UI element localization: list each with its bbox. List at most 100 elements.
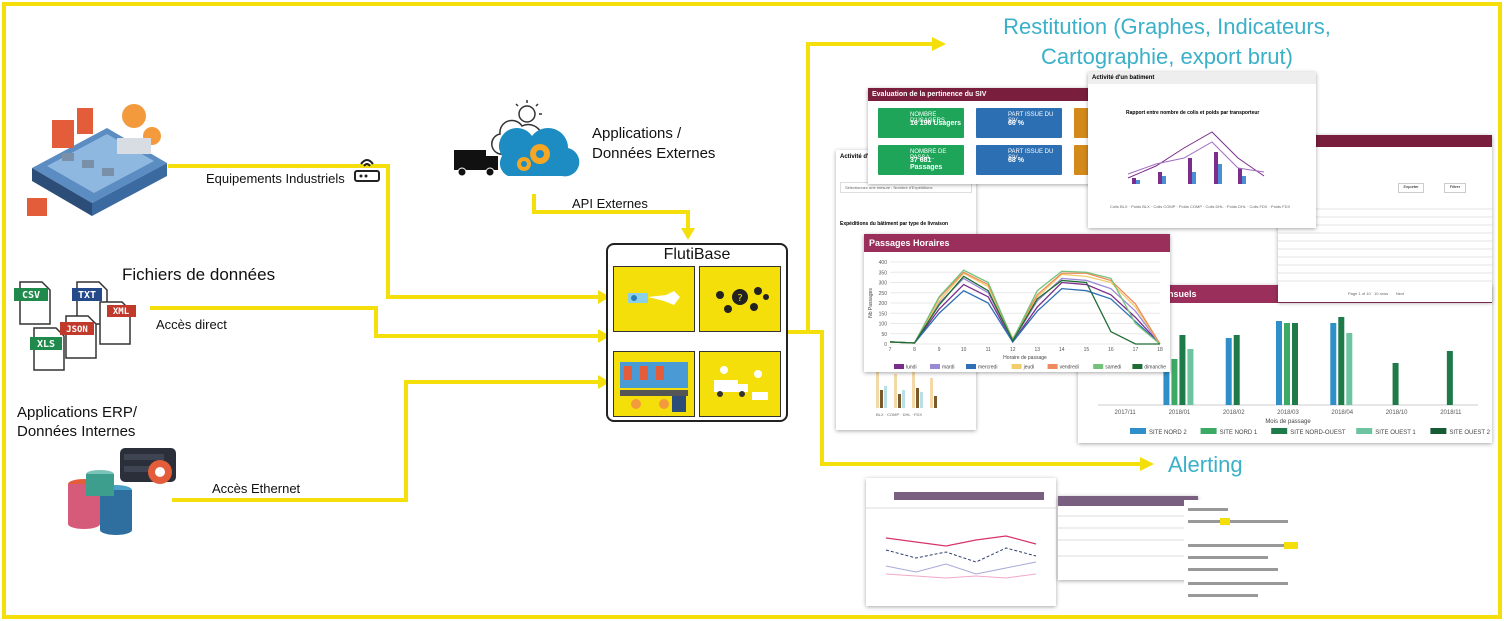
bar-2018/02-SITE NORD-OUEST — [1233, 335, 1240, 405]
wire-industrial — [168, 164, 598, 299]
svg-text:TXT: TXT — [78, 290, 96, 301]
batiment-chart-title: Rapport entre nombre de colis et poids p… — [1126, 110, 1260, 116]
router-icon — [354, 159, 380, 182]
flutibase-factory-panel — [613, 351, 695, 417]
database-servers-icon — [68, 448, 176, 535]
wire-files — [150, 306, 598, 338]
wire-erp — [172, 380, 598, 502]
svg-text:?: ? — [737, 293, 742, 304]
industrial-label: Equipements Industriels — [206, 171, 345, 186]
line-chart-x-tick: 10 — [961, 347, 967, 353]
legend-label-mercredi: mercredi — [978, 365, 997, 371]
bar-chart-x-label: Mois de passage — [1265, 419, 1311, 425]
erp-access-label: Accès Ethernet — [212, 481, 301, 496]
line-chart-y-tick: 250 — [879, 291, 888, 297]
siv-tile-usagers: NOMBRE D'USAGERS 16 196 Usagers — [878, 108, 964, 138]
line-chart-x-label: Horaire de passage — [1003, 355, 1047, 361]
line-chart-x-tick: 13 — [1034, 347, 1040, 353]
line-chart-y-label: Nb Passages — [868, 288, 874, 318]
bar-chart-x-tick: 2018/04 — [1331, 410, 1353, 416]
bar-2018/03-SITE NORD-OUEST — [1292, 323, 1298, 405]
bar-chart-x-tick: 2018/01 — [1169, 410, 1191, 416]
bar-2018/01-SITE NORD 1 — [1171, 359, 1178, 405]
line-chart-x-tick: 16 — [1108, 347, 1114, 353]
line-chart-x-tick: 7 — [889, 347, 892, 353]
network-process-icon: ? — [716, 287, 769, 313]
screen-alert-table — [1058, 496, 1198, 580]
bar-legend-label-SITE NORD-OUEST: SITE NORD-OUEST — [1290, 430, 1346, 436]
passages-horaires-header: Passages Horaires — [864, 234, 1170, 252]
expeditions-legend: BLX · COMP · DHL · FDX — [876, 412, 923, 417]
line-series-vendredi — [889, 271, 1161, 345]
legend-swatch-lundi — [894, 364, 904, 369]
alert-table-header — [1058, 496, 1198, 506]
siv-header: Evaluation de la pertinence du SIV — [868, 88, 1100, 101]
bar-legend-swatch-SITE NORD 1 — [1200, 428, 1217, 434]
legend-swatch-mardi — [930, 364, 940, 369]
legend-label-dimanche: dimanche — [1144, 365, 1166, 371]
bar-legend-swatch-SITE OUEST 1 — [1356, 428, 1373, 434]
line-chart-y-tick: 0 — [884, 342, 887, 348]
bar-2018/03-SITE NORD 1 — [1284, 323, 1290, 405]
line-chart-x-tick: 17 — [1133, 347, 1139, 353]
expeditions-chart-title: Expéditions du bâtiment par type de livr… — [840, 221, 949, 227]
alert-kpi-chart — [866, 492, 1056, 579]
arrow-alerting — [1140, 457, 1154, 471]
bar-chart-x-tick: 2018/02 — [1223, 410, 1245, 416]
line-chart-y-tick: 200 — [879, 301, 888, 307]
siv-tile-part-2: PART ISSUE DU SIV 68 % — [976, 145, 1062, 175]
industrial-equipment-icon — [27, 104, 167, 216]
bar-legend-label-SITE OUEST 2: SITE OUEST 2 — [1449, 430, 1490, 436]
flutibase-hub: FlutiBase ? — [606, 243, 788, 422]
siv-tile-part-1: PART ISSUE DU SIV 66 % — [976, 108, 1062, 138]
batiment-header: Activité d'un batiment — [1088, 72, 1316, 84]
filter-button[interactable]: Filtrer — [1444, 183, 1466, 193]
arrow-erp — [598, 375, 610, 389]
export-button[interactable]: Exporter — [1398, 183, 1424, 193]
cloud-external-icon — [454, 100, 580, 177]
bar-legend-swatch-SITE NORD 2 — [1130, 428, 1146, 434]
svg-text:XML: XML — [113, 307, 130, 317]
screen-alert-kpi — [866, 478, 1056, 606]
bar-2018/04-SITE NORD 2 — [1330, 323, 1337, 405]
bar-2018/01-SITE NORD-OUEST — [1179, 335, 1186, 405]
bar-legend-label-SITE NORD 2: SITE NORD 2 — [1149, 430, 1187, 436]
legend-label-samedi: samedi — [1105, 365, 1121, 371]
line-series-samedi — [889, 269, 1161, 345]
legend-label-mardi: mardi — [942, 365, 955, 371]
alert-email-lines — [1188, 508, 1298, 597]
alert-table-rows — [1058, 515, 1198, 557]
line-chart-x-tick: 12 — [1010, 347, 1016, 353]
bar-chart-x-tick: 2018/03 — [1277, 410, 1299, 416]
line-chart-y-tick: 400 — [879, 260, 888, 266]
arrow-industrial — [598, 290, 610, 304]
bar-legend-swatch-SITE NORD-OUEST — [1271, 428, 1288, 434]
arrow-restitution — [932, 37, 946, 51]
batiment-legend: Colis BLX · Poids BLX · Colis COMP · Poi… — [1110, 204, 1291, 209]
line-series-lundi — [889, 281, 1161, 345]
svg-text:CSV: CSV — [22, 290, 40, 301]
table-pagination[interactable]: Page 1 of 10 10 rows Next — [1348, 291, 1405, 296]
line-chart-x-tick: 8 — [913, 347, 916, 353]
arrow-external — [681, 228, 695, 240]
line-chart-y-tick: 350 — [879, 270, 888, 276]
legend-label-lundi: lundi — [906, 365, 917, 371]
screen-alert-email — [1184, 500, 1302, 608]
alerting-title: Alerting — [1168, 452, 1243, 477]
flutibase-process-panel: ? — [699, 266, 781, 332]
flutibase-title: FlutiBase — [663, 246, 731, 263]
restitution-title-line2: Cartographie, export brut) — [1041, 44, 1293, 69]
arrow-files — [598, 329, 610, 343]
bar-legend-label-SITE OUEST 1: SITE OUEST 1 — [1375, 430, 1416, 436]
bar-legend-label-SITE NORD 1: SITE NORD 1 — [1220, 430, 1258, 436]
bar-2018/03-SITE NORD 2 — [1276, 321, 1282, 405]
legend-swatch-mercredi — [966, 364, 976, 369]
line-chart-x-tick: 18 — [1157, 347, 1163, 353]
logistics-icon — [714, 366, 768, 400]
bar-2018/02-SITE NORD 2 — [1225, 338, 1232, 405]
bar-2018/11-SITE NORD-OUEST — [1446, 351, 1453, 405]
